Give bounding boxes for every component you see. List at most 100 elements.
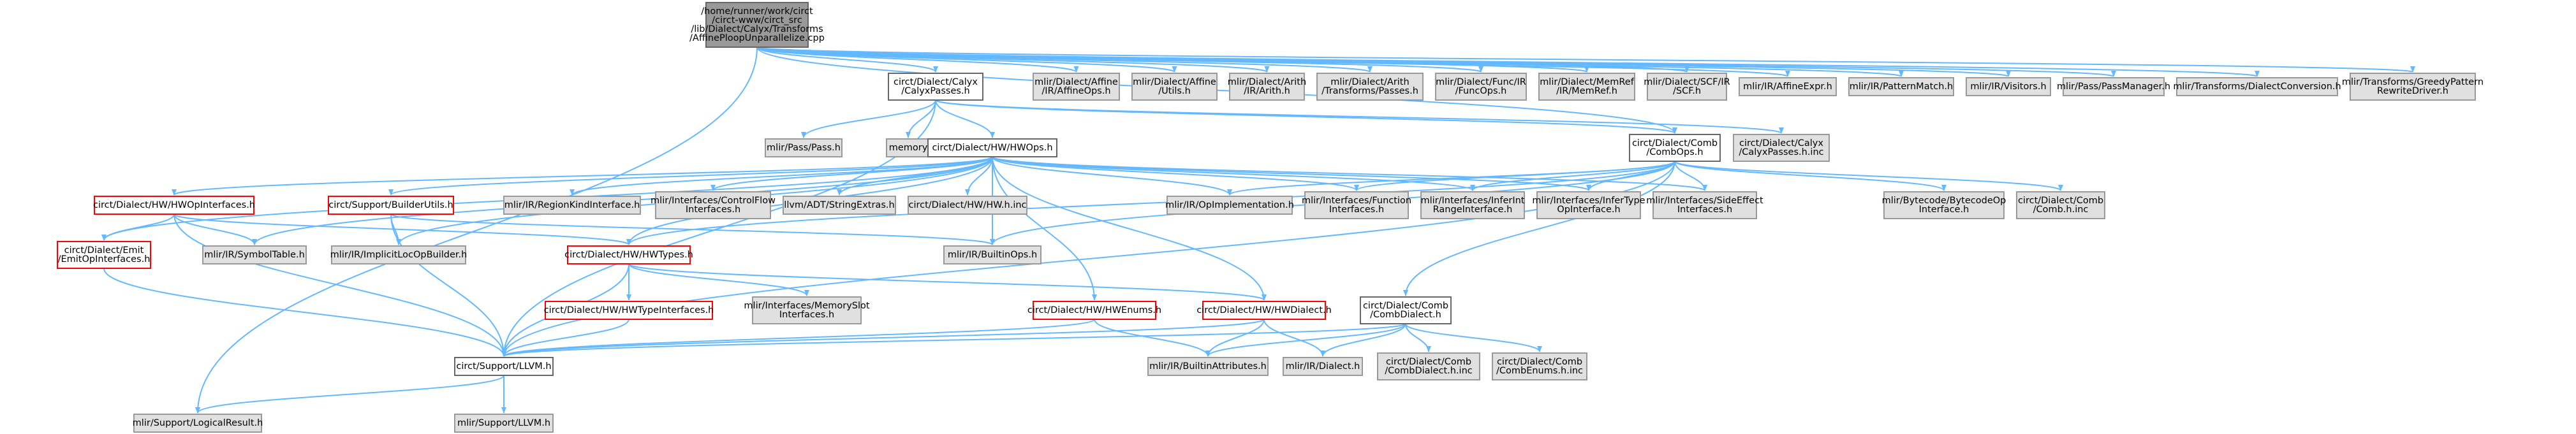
node-box — [888, 73, 983, 101]
node-calyxpasses_inc: circt/Dialect/Calyx/CalyxPasses.h.inc — [1733, 134, 1830, 162]
node-arithpasses: mlir/Dialect/Arith/Transforms/Passes.h — [1316, 73, 1424, 101]
node-box — [1304, 191, 1409, 219]
node-label-line: circt/Dialect/HW/HW.h.inc — [908, 200, 1026, 210]
node-label-line: RewriteDriver.h — [2377, 86, 2448, 96]
node-label-line: mlir/Dialect/Affine — [1034, 77, 1118, 87]
node-combdialect[interactable]: circt/Dialect/Comb/CombDialect.h — [1360, 296, 1452, 324]
node-label-line: Interface.h — [1919, 205, 1969, 215]
node-funcops: mlir/Dialect/Func/IR/FuncOps.h — [1435, 73, 1527, 101]
node-hwenums[interactable]: circt/Dialect/HW/HWEnums.h — [1027, 301, 1161, 320]
node-label-line: Interfaces.h — [686, 205, 740, 215]
node-combops[interactable]: circt/Dialect/Comb/CombOps.h — [1629, 134, 1721, 162]
node-label-line: mlir/Support/LogicalResult.h — [133, 418, 263, 428]
node-label-line: circt/Dialect/Emit — [64, 245, 144, 256]
edge-hwenums-to-llvm_h — [501, 319, 1095, 357]
node-label-line: /IR/AffineOps.h — [1041, 86, 1110, 96]
node-label-line: mlir/Interfaces/ControlFlow — [651, 196, 776, 206]
node-label-line: mlir/Bytecode/BytecodeOp — [1882, 196, 2006, 206]
node-emitopifaces[interactable]: circt/Dialect/Emit/EmitOpInterfaces.h — [57, 241, 151, 269]
edge-emitopifaces-to-llvm_h — [103, 268, 506, 357]
node-affineutils: mlir/Dialect/Affine/Utils.h — [1131, 73, 1218, 101]
node-label-line: /lib/Dialect/Calyx/Transforms — [691, 24, 823, 34]
node-label-line: /Comb.h.inc — [2033, 205, 2089, 215]
edge-combops-to-inferint — [1470, 161, 1675, 191]
node-visitors: mlir/IR/Visitors.h — [1966, 77, 2051, 96]
node-calyxpasses_h[interactable]: circt/Dialect/Calyx/CalyxPasses.h — [888, 73, 983, 101]
node-label-line: /AffinePloopUnparallelize.cpp — [689, 33, 825, 43]
node-patternmatch: mlir/IR/PatternMatch.h — [1848, 77, 1954, 96]
node-label-line: circt/Dialect/Comb — [1386, 357, 1471, 367]
node-box — [1229, 73, 1305, 101]
edge-root-to-greedy — [756, 47, 2415, 73]
node-label-line: /IR/MemRef.h — [1556, 86, 1617, 96]
node-label-line: mlir/IR/BuiltinAttributes.h — [1149, 361, 1267, 372]
node-box — [1131, 73, 1218, 101]
node-label-line: mlir/IR/Visitors.h — [1970, 82, 2046, 92]
node-box — [655, 191, 771, 219]
node-llvm_h[interactable]: circt/Support/LLVM.h — [454, 357, 554, 376]
node-label-line: /FuncOps.h — [1455, 86, 1507, 96]
node-hwtypes[interactable]: circt/Dialect/HW/HWTypes.h — [564, 245, 693, 264]
node-memref: mlir/Dialect/MemRef/IR/MemRef.h — [1538, 73, 1635, 101]
node-label-line: /Utils.h — [1158, 86, 1191, 96]
edge-hwops-to-sideeffect — [992, 156, 1707, 191]
node-box — [2016, 191, 2105, 219]
edge-hwtypeifaces-to-llvm_h — [501, 319, 629, 357]
node-builderutils[interactable]: circt/Support/BuilderUtils.h — [328, 196, 454, 215]
node-hw_h_inc: circt/Dialect/HW/HW.h.inc — [908, 196, 1027, 215]
node-box — [545, 301, 713, 320]
edge-root-to-logicalresult — [195, 47, 758, 414]
edge-root-to-dialectconv — [756, 47, 2259, 77]
edge-hwops-to-hwdialect — [992, 156, 1267, 301]
node-box — [1316, 73, 1424, 101]
node-label-line: mlir/IR/BuiltinOps.h — [948, 250, 1037, 260]
node-hwopinterfaces[interactable]: circt/Dialect/HW/HWOpInterfaces.h — [93, 196, 255, 215]
node-scf: mlir/Dialect/SCF/IR/SCF.h — [1644, 73, 1730, 101]
node-label-line: circt/Dialect/HW/HWTypeInterfaces.h — [544, 305, 714, 315]
node-hwdialect[interactable]: circt/Dialect/HW/HWDialect.h — [1196, 301, 1332, 320]
edge-calyxpasses_h-to-passpass — [801, 99, 936, 138]
node-combdialect_inc: circt/Dialect/Comb/CombDialect.h.inc — [1377, 352, 1480, 380]
node-irdialect: mlir/IR/Dialect.h — [1283, 357, 1363, 376]
edge-hwtypes-to-memslot — [628, 263, 809, 296]
node-label-line: mlir/IR/PatternMatch.h — [1850, 82, 1953, 92]
node-hwops[interactable]: circt/Dialect/HW/HWOps.h — [927, 138, 1057, 157]
node-label-line: mlir/Dialect/SCF/IR — [1644, 77, 1730, 87]
node-label-line: mlir/Dialect/Affine — [1133, 77, 1216, 87]
node-box — [908, 196, 1027, 215]
node-label-line: circt/Dialect/Comb — [1497, 357, 1582, 367]
edge-hwopinterfaces-to-llvm_h — [173, 213, 506, 357]
node-box — [1033, 301, 1156, 320]
node-box — [927, 138, 1057, 157]
node-label-line: llvm/ADT/StringExtras.h — [784, 200, 894, 210]
node-passpass: mlir/Pass/Pass.h — [765, 138, 843, 157]
edge-root-to-calyxpasses_h — [756, 47, 938, 73]
node-box — [1966, 77, 2051, 96]
node-box — [1652, 191, 1757, 219]
node-label-line: mlir/Interfaces/InferType — [1532, 196, 1645, 206]
node-memory: memory — [886, 138, 931, 157]
edge-combdialect-to-builtinattrs — [1205, 323, 1406, 357]
node-label-line: mlir/IR/RegionKindInterface.h — [504, 200, 640, 210]
node-box — [133, 414, 262, 433]
node-logicalresult: mlir/Support/LogicalResult.h — [133, 414, 263, 433]
node-hwtypeifaces[interactable]: circt/Dialect/HW/HWTypeInterfaces.h — [544, 301, 714, 320]
node-label-line: Interfaces.h — [779, 310, 834, 320]
node-box — [1739, 77, 1837, 96]
node-box — [454, 414, 554, 433]
edge-calyxpasses_h-to-calyxpasses_inc — [935, 99, 1784, 134]
node-root[interactable]: /home/runner/work/circt/circt-www/circt_… — [689, 2, 825, 48]
node-label-line: /CombDialect.h — [1370, 310, 1441, 320]
node-arith: mlir/Dialect/Arith/IR/Arith.h — [1228, 73, 1306, 101]
node-label-line: mlir/Dialect/MemRef — [1540, 77, 1635, 87]
edge-combops-to-bytecode — [1674, 161, 1947, 191]
node-label-line: circt/Dialect/Calyx — [894, 77, 978, 87]
node-box — [2176, 77, 2338, 96]
node-box — [94, 196, 254, 215]
node-affineops: mlir/Dialect/Affine/IR/AffineOps.h — [1033, 73, 1120, 101]
node-label-line: /Transforms/Passes.h — [1321, 86, 1418, 96]
